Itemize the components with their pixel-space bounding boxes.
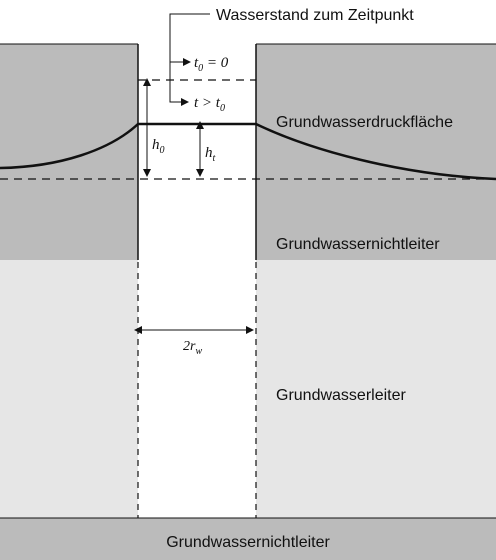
t-gt-prefix: t > t: [194, 95, 221, 111]
ht-main: h: [205, 145, 213, 161]
title-label: Wasserstand zum Zeitpunkt: [216, 7, 414, 24]
ht-sub: t: [213, 153, 216, 164]
piezometric-surface-curve: [0, 122, 496, 181]
t0-suffix: = 0: [203, 55, 229, 71]
upper-aquitard-label: Grundwassernichtleiter: [276, 236, 440, 253]
t-gt-sub: 0: [220, 103, 225, 114]
upper-aquitard-left: [0, 44, 138, 260]
ht-label: ht: [205, 145, 216, 164]
piezometric-surface-label: Grundwasserdruckfläche: [276, 114, 453, 131]
t0-prefix: t: [194, 55, 199, 71]
t-gt-t0-leader: [169, 62, 189, 106]
well-borehole: [138, 0, 256, 518]
t0-sub: 0: [198, 63, 203, 74]
upper-aquitard-right: [256, 44, 496, 260]
h0-main: h: [152, 137, 160, 153]
bottom-aquitard-layer: [0, 518, 496, 560]
aquifer-label: Grundwasserleiter: [276, 387, 407, 404]
t0-label: t0 = 0: [194, 55, 229, 74]
radius-main: 2r: [183, 339, 196, 354]
t-gt-t0-label: t > t0: [194, 95, 225, 114]
bottom-aquitard-label: Grundwassernichtleiter: [166, 534, 330, 551]
radius-label: 2rw: [183, 339, 202, 357]
h0-sub: 0: [160, 145, 165, 156]
h0-label: h0: [152, 137, 165, 156]
radius-sub: w: [195, 346, 202, 357]
